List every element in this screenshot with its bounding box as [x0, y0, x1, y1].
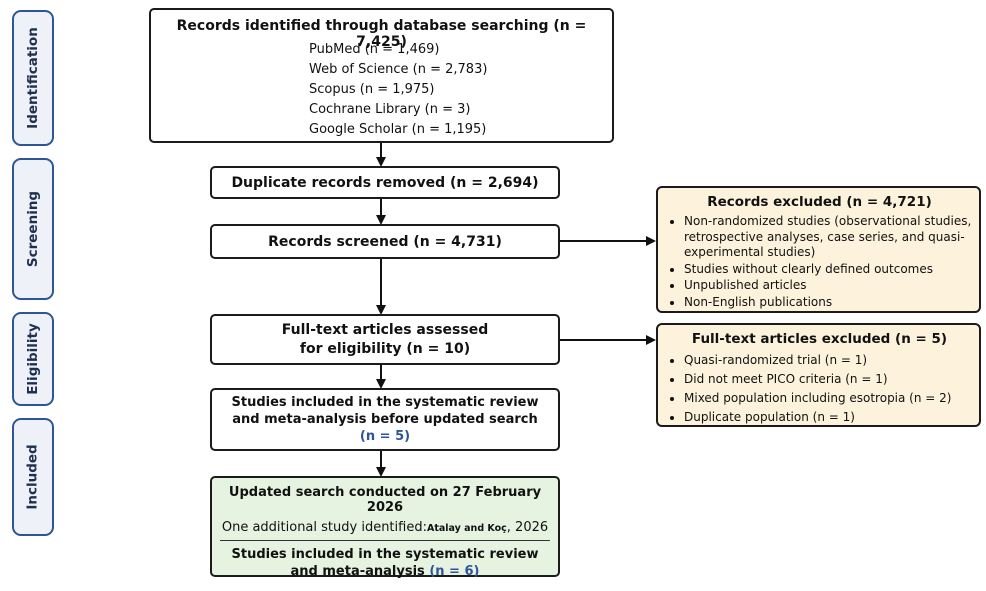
records-identified-box: Records identified through database sear…	[149, 8, 614, 143]
records-identified-title: Records identified through database sear…	[176, 18, 587, 50]
included-before-box: Studies included in the systematic revie…	[210, 388, 560, 451]
final-included-text: and meta-analysis	[290, 564, 425, 579]
additional-study-prefix: One additional study identified:	[221, 520, 427, 535]
phase-screening-label: Screening	[25, 190, 41, 268]
phase-eligibility-label: Eligibility	[25, 323, 42, 395]
duplicates-removed-text: Duplicate records removed (n = 2,694)	[231, 174, 539, 191]
fulltext-excluded-list: Quasi-randomized trial (n = 1) Did not m…	[666, 351, 973, 426]
additional-study-author: Atalay and Koç	[426, 523, 507, 534]
fulltext-assessed-line1: Full-text articles assessed	[281, 321, 489, 338]
updated-search-box: Updated search conducted on 27 February …	[210, 476, 560, 580]
divider	[220, 540, 550, 541]
list-item: Studies without clearly defined outcomes	[684, 262, 973, 278]
fulltext-assessed-line2: for eligibility (n = 10)	[299, 340, 471, 357]
phase-included: Included	[12, 418, 54, 536]
list-item: Mixed population including esotropia (n …	[684, 389, 973, 407]
additional-study-line: One additional study identified:Atalay a…	[212, 520, 558, 535]
list-item: Quasi-randomized trial (n = 1)	[684, 351, 973, 369]
fulltext-excluded-title: Full-text articles excluded (n = 5)	[691, 331, 948, 347]
source-web-of-science: Web of Science (n = 2,783)	[309, 62, 488, 77]
source-scopus: Scopus (n = 1,975)	[309, 82, 435, 97]
records-excluded-title: Records excluded (n = 4,721)	[707, 194, 932, 210]
final-included-count: (n = 6)	[429, 564, 480, 579]
fulltext-assessed-box: Full-text articles assessed for eligibil…	[210, 314, 560, 365]
list-item: Unpublished articles	[684, 278, 973, 294]
source-google-scholar: Google Scholar (n = 1,195)	[309, 122, 487, 137]
phase-included-label: Included	[25, 444, 42, 510]
additional-study-year: , 2026	[506, 520, 549, 535]
duplicates-removed-box: Duplicate records removed (n = 2,694)	[210, 166, 560, 199]
phase-eligibility: Eligibility	[12, 312, 54, 406]
updated-search-title: Updated search conducted on 27 February …	[228, 485, 542, 515]
included-before-count: (n = 5)	[359, 429, 411, 444]
final-included-line2: and meta-analysis (n = 6)	[212, 563, 558, 580]
included-before-line2: and meta-analysis before updated search	[232, 412, 538, 427]
records-screened-text: Records screened (n = 4,731)	[268, 233, 502, 250]
list-item: Duplicate population (n = 1)	[684, 408, 973, 426]
included-before-line1: Studies included in the systematic revie…	[231, 395, 539, 410]
phase-identification-label: Identification	[25, 27, 41, 129]
phase-identification: Identification	[12, 10, 54, 146]
list-item: Non-randomized studies (observational st…	[684, 214, 973, 261]
final-included-line1: Studies included in the systematic revie…	[231, 547, 539, 562]
source-pubmed: PubMed (n = 1,469)	[309, 42, 440, 57]
source-list: PubMed (n = 1,469) Web of Science (n = 2…	[309, 40, 487, 140]
list-item: Did not meet PICO criteria (n = 1)	[684, 370, 973, 388]
list-item: Non-English publications	[684, 295, 973, 311]
phase-screening: Screening	[12, 158, 54, 300]
records-excluded-box: Records excluded (n = 4,721) Non-randomi…	[656, 186, 981, 313]
fulltext-excluded-box: Full-text articles excluded (n = 5) Quas…	[656, 323, 981, 427]
records-excluded-list: Non-randomized studies (observational st…	[666, 214, 973, 310]
source-cochrane: Cochrane Library (n = 3)	[309, 102, 471, 117]
records-screened-box: Records screened (n = 4,731)	[210, 224, 560, 259]
